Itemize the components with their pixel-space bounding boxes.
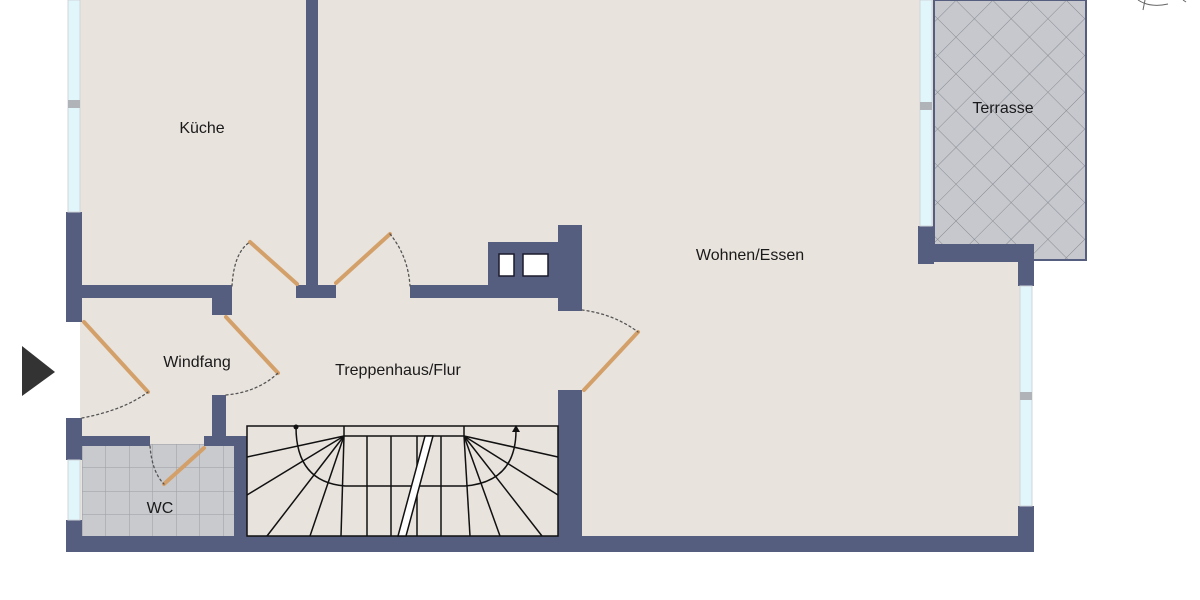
stair-start-dot: [293, 424, 299, 430]
doors: [81, 232, 640, 486]
room-label-wohnen: Wohnen/Essen: [696, 247, 804, 264]
room-label-wc: WC: [147, 500, 174, 517]
entrance-arrow-icon: [22, 346, 55, 396]
room-label-windfang: Windfang: [163, 354, 231, 371]
windows: [67, 0, 1033, 521]
door-entrance: [81, 320, 150, 419]
terrace-tiles: [933, 0, 1087, 261]
walls: [66, 0, 1034, 552]
compass-icon: [1137, 0, 1187, 11]
door-living-side: [581, 309, 640, 392]
door-wc: [149, 445, 206, 486]
wc-tiles: [82, 444, 234, 536]
staircase: [246, 425, 559, 537]
room-label-kueche: Küche: [179, 120, 224, 137]
chimney-flues: [498, 253, 549, 277]
stair-direction-arrow-icon: [512, 425, 520, 432]
floor-areas: [80, 0, 1087, 540]
door-living-top: [334, 232, 411, 287]
door-windfang-flur: [224, 315, 280, 396]
room-label-flur: Treppenhaus/Flur: [335, 362, 461, 379]
door-kitchen: [231, 240, 299, 287]
room-label-terrasse: Terrasse: [972, 100, 1033, 117]
